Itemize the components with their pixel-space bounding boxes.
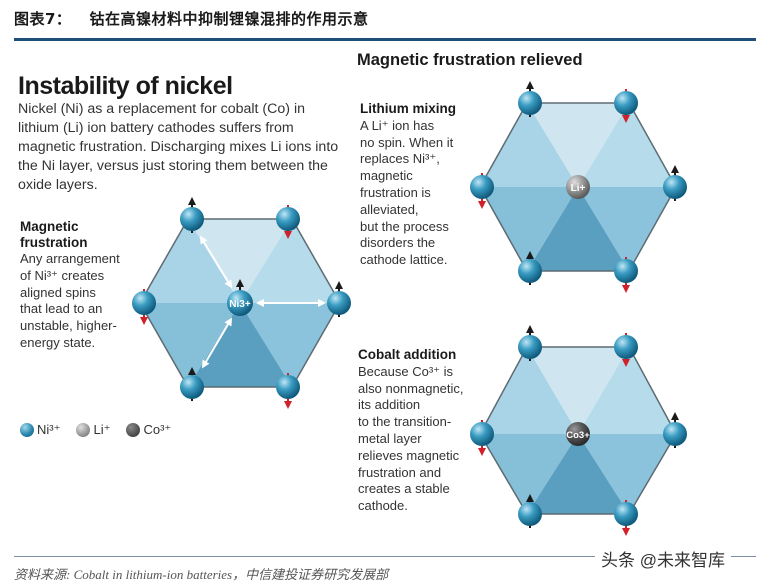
note-line: energy state. — [20, 334, 96, 350]
note-line: Any arrangement — [20, 251, 120, 266]
note-line: no spin. When it — [360, 134, 454, 150]
legend: Ni³⁺ Li⁺ Co³⁺ — [20, 422, 171, 438]
bottom-rule — [14, 556, 756, 557]
note-line: aligned spins — [20, 284, 96, 300]
li-ion-icon — [76, 423, 91, 437]
note-line: unstable, higher- — [20, 318, 117, 334]
lithium-mixing-note: Lithium mixing A Li⁺ ion has no spin. Wh… — [360, 101, 470, 269]
note-line: frustration is — [360, 184, 431, 200]
legend-item-ni: Ni³⁺ — [20, 422, 60, 438]
note-line: that lead to an — [20, 301, 103, 317]
right-panel-title: Magnetic frustration relieved — [357, 51, 583, 69]
legend-item-co: Co³⁺ — [126, 422, 171, 438]
magnetic-frustration-note: Magnetic frustration Any arrangement of … — [20, 219, 140, 352]
legend-label: Li⁺ — [93, 422, 111, 437]
ni-ion-icon — [20, 423, 34, 437]
note-line: cathode. — [358, 498, 408, 514]
note-line: its addition — [358, 397, 421, 413]
watermark: 头条 @未来智库 — [595, 546, 731, 571]
figure-number: 图表7： — [14, 10, 72, 28]
note-line: disorders the — [360, 235, 436, 251]
note-line: to the transition- — [358, 414, 452, 430]
note-title: Lithium mixing — [360, 101, 456, 116]
co-ion-icon — [126, 423, 141, 437]
note-line: relieves magnetic — [358, 447, 460, 463]
note-line: alleviated, — [360, 201, 419, 217]
note-line: frustration and — [358, 464, 442, 480]
left-panel-title: Instability of nickel — [18, 72, 233, 100]
svg-text:Co3+: Co3+ — [566, 430, 590, 441]
svg-text:Ni3+: Ni3+ — [229, 299, 251, 310]
note-line: also nonmagnetic, — [358, 380, 464, 396]
note-line: but the process — [360, 218, 449, 234]
note-line: Because Co³⁺ is — [358, 363, 454, 379]
note-line: magnetic — [360, 168, 413, 184]
note-line: of Ni³⁺ creates — [20, 267, 105, 283]
legend-label: Co³⁺ — [143, 422, 172, 437]
left-panel-intro: Nickel (Ni) as a replacement for cobalt … — [18, 101, 339, 193]
top-rule — [14, 38, 756, 41]
spin-up-ion — [180, 197, 204, 233]
note-line: creates a stable — [358, 481, 450, 497]
note-line: cathode lattice. — [360, 252, 448, 268]
note-line: metal layer — [358, 430, 422, 446]
figure-title: 图表7： 钴在高镍材料中抑制锂镍混排的作用示意 — [14, 8, 368, 29]
legend-label: Ni³⁺ — [37, 422, 61, 437]
note-title: Magnetic frustration — [20, 219, 88, 250]
note-title: Cobalt addition — [358, 347, 457, 362]
note-line: A Li⁺ ion has — [360, 117, 435, 133]
legend-item-li: Li⁺ — [76, 422, 110, 438]
note-line: replaces Ni³⁺, — [360, 151, 440, 167]
figure-caption: 钴在高镍材料中抑制锂镍混排的作用示意 — [89, 10, 369, 28]
cobalt-addition-note: Cobalt addition Because Co³⁺ is also non… — [358, 347, 473, 515]
source-note: 资料来源: Cobalt in lithium-ion batteries，中信… — [14, 567, 389, 582]
svg-text:Li+: Li+ — [571, 183, 586, 194]
